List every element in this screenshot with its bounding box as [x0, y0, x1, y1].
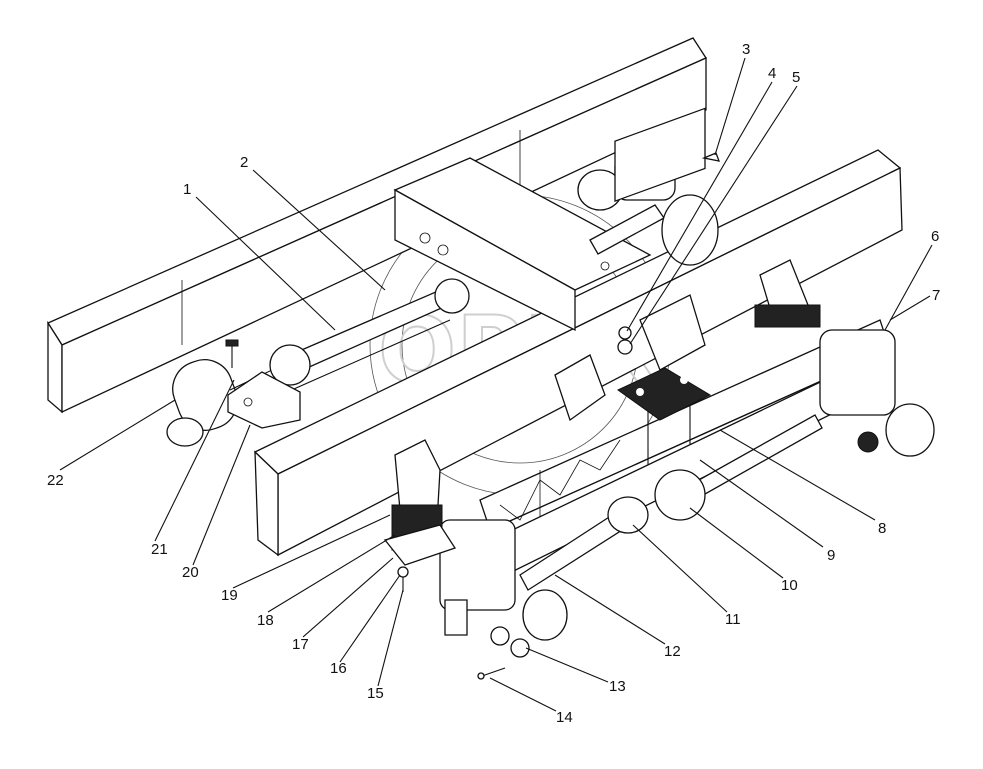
- callout-6: 6: [931, 228, 939, 245]
- callout-12: 12: [664, 643, 681, 660]
- spring-saddle: [617, 367, 712, 421]
- spring-bracket-front: [383, 439, 457, 566]
- hardware: [397, 152, 721, 680]
- callout-1: 1: [183, 181, 191, 198]
- reaction-rod-upper: [269, 278, 470, 386]
- front-axle: [439, 329, 935, 641]
- callout-21: 21: [151, 541, 168, 558]
- spring-bracket-rear: [554, 259, 821, 422]
- callout-13: 13: [609, 678, 626, 695]
- callout-19: 19: [221, 587, 238, 604]
- callout-4: 4: [768, 65, 776, 82]
- callout-2: 2: [240, 154, 248, 171]
- callout-9: 9: [827, 547, 835, 564]
- callout-11: 11: [725, 611, 741, 628]
- callout-22: 22: [47, 472, 64, 489]
- callout-5: 5: [792, 69, 800, 86]
- callout-10: 10: [781, 577, 798, 594]
- callout-16: 16: [330, 660, 347, 677]
- leader-lines: [59, 57, 933, 712]
- bracket-left: [225, 339, 301, 429]
- callout-7: 7: [932, 287, 940, 304]
- callout-3: 3: [742, 41, 750, 58]
- frame-rail-left: [47, 37, 707, 414]
- callout-14: 14: [556, 709, 573, 726]
- callouts: 1 2 3 4 5 6 7 8 9 10 11 12 13 14 15 16 1…: [47, 41, 940, 726]
- callout-20: 20: [182, 564, 199, 581]
- reaction-rod-lower: [519, 414, 823, 591]
- callout-17: 17: [292, 636, 309, 653]
- callout-8: 8: [878, 520, 886, 537]
- callout-15: 15: [367, 685, 384, 702]
- cross-member: [393, 157, 652, 332]
- callout-18: 18: [257, 612, 274, 629]
